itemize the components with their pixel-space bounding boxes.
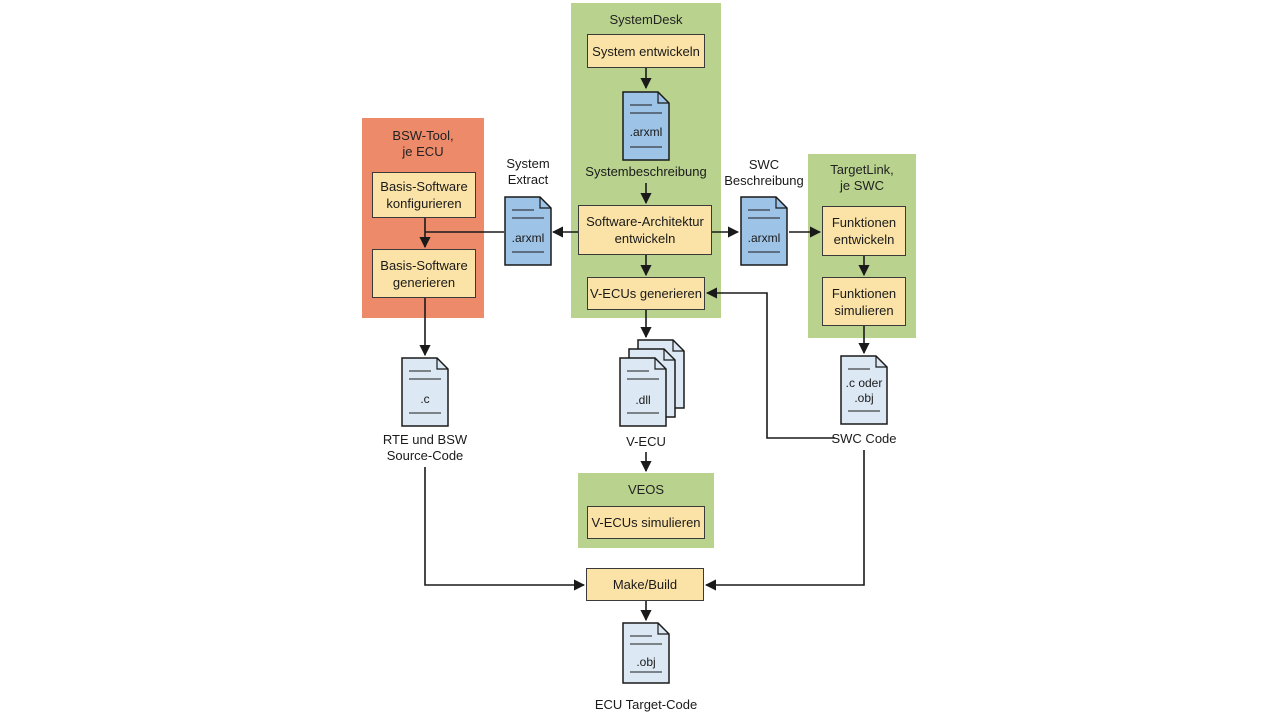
system-extract-document-icon (504, 196, 552, 266)
v-ecus-simulieren-box: V-ECUs simulieren (587, 506, 705, 539)
swc-code-label: SWC Code (831, 431, 897, 446)
veos-title: VEOS (627, 482, 665, 497)
systembeschreibung-doc-ext: .arxml (629, 125, 663, 139)
arrow-rte-to-make (424, 467, 586, 591)
rte-bsw-doc-ext: .c (420, 392, 430, 406)
funktionen-simulieren-box: Funktionen simulieren (822, 277, 906, 326)
swc-code-doc-ext: .c oder .obj (845, 376, 883, 405)
basis-generieren-box: Basis-Software generieren (372, 249, 476, 298)
system-extract-label: System Extract (506, 156, 550, 187)
software-architektur-box: Software-Architektur entwickeln (578, 205, 712, 255)
v-ecu-doc-ext: .dll (635, 393, 651, 407)
arrow-swc-code-feedback (705, 287, 835, 439)
systembeschreibung-document-icon (622, 91, 670, 161)
swc-beschreibung-document-icon (740, 196, 788, 266)
basis-konfigurieren-box: Basis-Software konfigurieren (372, 172, 476, 218)
make-build-box: Make/Build (586, 568, 704, 601)
systembeschreibung-label: Systembeschreibung (585, 164, 707, 179)
system-extract-doc-ext: .arxml (511, 231, 545, 245)
system-entwickeln-box: System entwickeln (587, 34, 705, 68)
ecu-target-doc-ext: .obj (636, 655, 656, 669)
funktionen-entwickeln-box: Funktionen entwickeln (822, 206, 906, 256)
v-ecus-generieren-box: V-ECUs generieren (587, 277, 705, 310)
targetlink-title: TargetLink, je SWC (830, 162, 894, 193)
v-ecu-document-stack-icon (619, 339, 685, 427)
v-ecu-label: V-ECU (626, 434, 666, 449)
ecu-target-document-icon (622, 622, 670, 684)
systemdesk-title: SystemDesk (609, 12, 683, 27)
arrow-swc-code-to-make (704, 450, 865, 591)
bsw-tool-title: BSW-Tool, je ECU (392, 128, 454, 159)
swc-beschreibung-label: SWC Beschreibung (724, 157, 804, 188)
rte-bsw-source-label: RTE und BSW Source-Code (382, 432, 468, 463)
ecu-target-code-label: ECU Target-Code (594, 697, 698, 712)
swc-beschreibung-doc-ext: .arxml (747, 231, 781, 245)
swc-code-document-icon (840, 355, 888, 425)
rte-bsw-document-icon (401, 357, 449, 427)
